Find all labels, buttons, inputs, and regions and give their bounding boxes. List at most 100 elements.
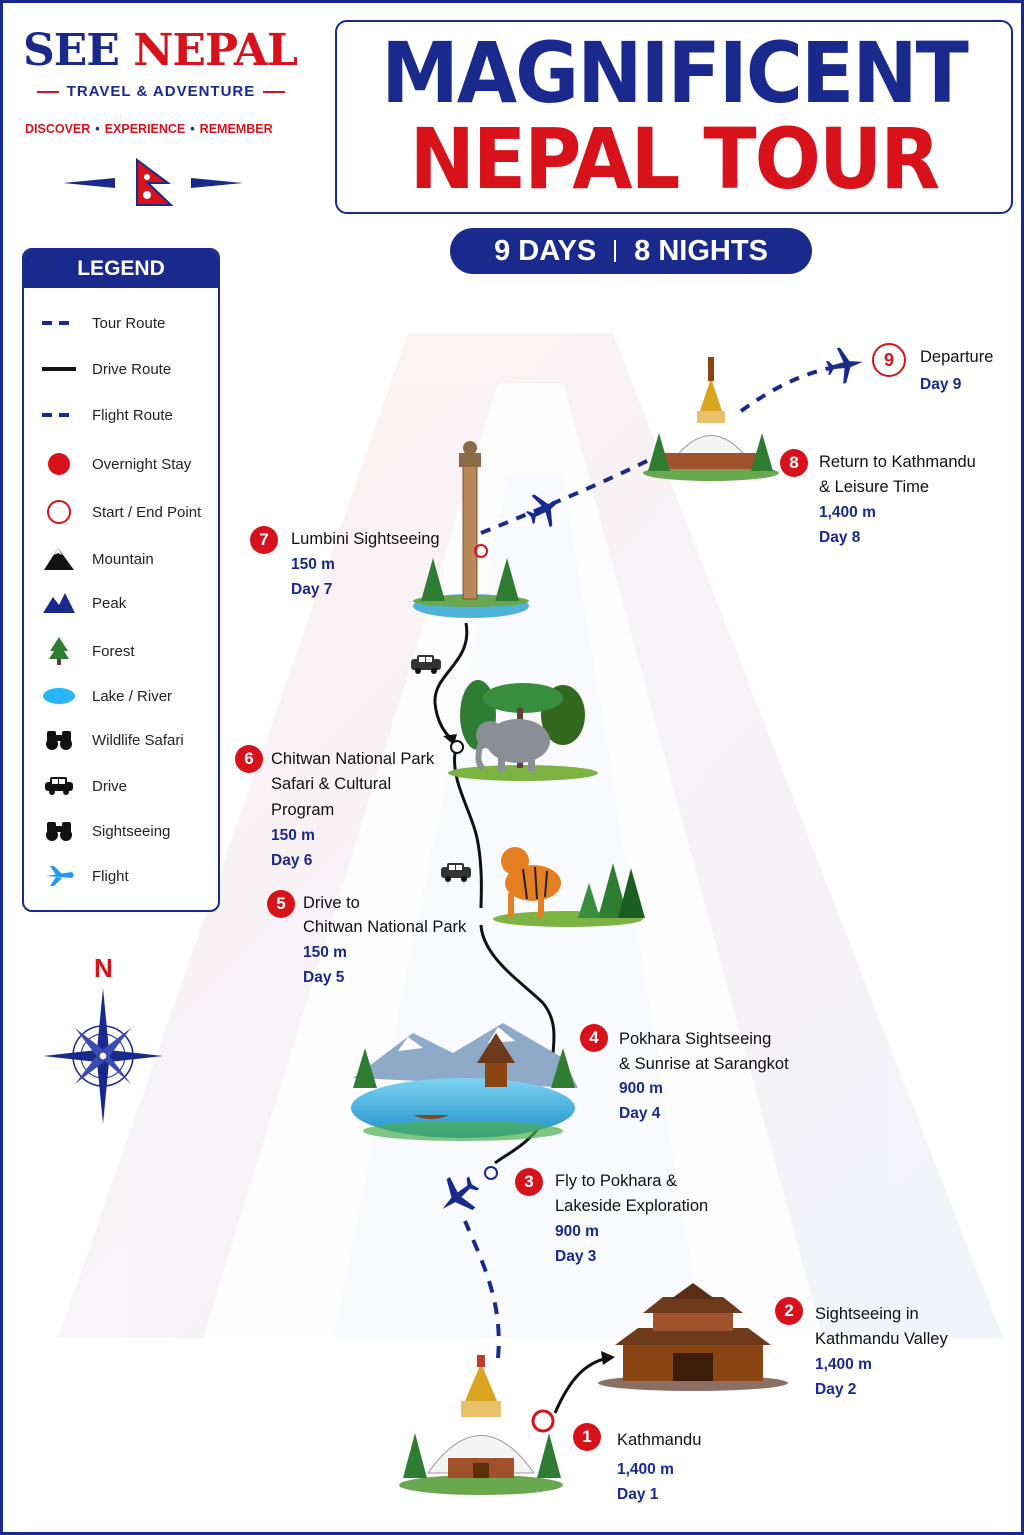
duration-nights: 8 NIGHTS — [634, 234, 768, 267]
stop-day: Day 1 — [617, 1486, 659, 1503]
stop-altitude: 150 m — [271, 827, 315, 844]
stop-title: & Sunrise at Sarangkot — [619, 1055, 789, 1073]
plane-icon — [442, 1176, 480, 1211]
tagline-word: EXPERIENCE — [104, 122, 186, 136]
legend-label: Peak — [92, 594, 127, 612]
binoculars-icon — [40, 818, 78, 844]
lake-icon — [40, 683, 78, 709]
stop-number-badge: 5 — [267, 890, 295, 918]
ashoka-pillar-illustration — [413, 441, 529, 618]
stop-title: Fly to Pokhara & — [555, 1172, 677, 1190]
legend-label: Drive Route — [92, 360, 172, 378]
legend-item: Wildlife Safari — [40, 727, 218, 753]
stop-title: Drive to — [303, 894, 360, 912]
stop-altitude: 1,400 m — [815, 1356, 872, 1373]
stop-number-badge: 3 — [515, 1168, 543, 1196]
brand-name-part1: SEE — [23, 25, 120, 76]
legend-item: Flight — [40, 863, 218, 889]
stop-title: Kathmandu Valley — [815, 1330, 948, 1348]
stop-number-badge: 8 — [780, 449, 808, 477]
legend-item: Drive Route — [40, 356, 218, 382]
elephant-illustration — [448, 680, 598, 781]
legend-item: Tour Route — [40, 310, 218, 336]
title-line-2: NEPAL TOUR — [409, 111, 941, 209]
legend-label: Overnight Stay — [92, 455, 192, 473]
legend-item: Sightseeing — [40, 818, 218, 844]
tree-icon — [40, 637, 78, 665]
stop-title: Lakeside Exploration — [555, 1197, 709, 1215]
stop-altitude: 150 m — [291, 556, 335, 573]
stop-title: Chitwan National Park — [303, 918, 467, 936]
legend-label: Drive — [92, 777, 128, 795]
tiger-illustration — [493, 847, 645, 927]
stop-title: Return to Kathmandu — [819, 453, 976, 471]
compass-north-label: N — [94, 953, 113, 983]
stop-day: Day 5 — [303, 969, 345, 986]
legend-item: Forest — [40, 637, 218, 665]
legend-heading: LEGEND — [24, 250, 218, 288]
tagline-word: REMEMBER — [199, 122, 273, 136]
legend-item: Overnight Stay — [40, 451, 218, 477]
compass-rose-icon — [43, 988, 163, 1124]
stop-day: Day 4 — [619, 1105, 661, 1122]
legend-label: Start / End Point — [92, 503, 202, 521]
legend-label: Flight Route — [92, 406, 173, 424]
stop-day: Day 7 — [291, 581, 333, 598]
legend-panel: LEGEND Tour Route Drive Route Flight Rou… — [22, 248, 220, 912]
stop-title: Sightseeing in — [815, 1305, 919, 1323]
title-frame — [335, 20, 1013, 214]
dashed-line-icon — [40, 402, 78, 428]
phewa-lake-illustration — [351, 1023, 578, 1141]
stop-altitude: 900 m — [555, 1223, 599, 1240]
peak-icon — [40, 590, 78, 616]
red-dot-icon — [40, 451, 78, 477]
binoculars-icon — [40, 727, 78, 753]
stop-number-badge: 6 — [235, 745, 263, 773]
stop-title: Kathmandu — [617, 1431, 702, 1449]
kathmandu-temple-illustration — [598, 1283, 788, 1391]
legend-item: Flight Route — [40, 402, 218, 428]
stop-day: Day 3 — [555, 1248, 597, 1265]
tagline-word: DISCOVER — [25, 122, 91, 136]
legend-label: Forest — [92, 642, 135, 660]
duration-days: 9 DAYS — [494, 234, 597, 267]
stop-number-badge: 7 — [250, 526, 278, 554]
map-graphics — [43, 158, 1003, 1495]
legend-label: Lake / River — [92, 687, 173, 705]
stop-title: Lumbini Sightseeing — [291, 530, 440, 548]
stop-number-badge: 4 — [580, 1024, 608, 1052]
legend-item: Mountain — [40, 546, 218, 572]
stop-number-badge: 2 — [775, 1297, 803, 1325]
mountain-icon — [40, 546, 78, 572]
car-icon — [411, 655, 441, 674]
swayambhunath-stupa-illustration — [643, 357, 779, 481]
legend-label: Flight — [92, 867, 129, 885]
car-icon — [40, 773, 78, 799]
stop-title: Safari & Cultural — [271, 775, 392, 793]
car-icon — [441, 863, 471, 882]
solid-line-icon — [40, 356, 78, 382]
plane-icon — [40, 863, 78, 889]
stop-day: Day 2 — [815, 1381, 857, 1398]
dashed-line-icon — [40, 310, 78, 336]
stop-title: Program — [271, 801, 335, 819]
stop-altitude: 900 m — [619, 1080, 663, 1097]
stop-title: Departure — [920, 348, 994, 366]
stop-number-badge: 9 — [872, 343, 906, 377]
legend-item: Start / End Point — [40, 499, 218, 525]
stop-day: Day 9 — [920, 376, 962, 393]
stop-title: Chitwan National Park — [271, 750, 435, 768]
stop-title: & Leisure Time — [819, 478, 930, 496]
brand-tagline: DISCOVER•EXPERIENCE•REMEMBER — [25, 122, 273, 136]
red-circle-icon — [40, 499, 78, 525]
brand-subtitle-text: TRAVEL & ADVENTURE — [66, 83, 256, 100]
legend-label: Mountain — [92, 550, 154, 568]
plane-icon — [525, 494, 561, 528]
legend-label: Tour Route — [92, 314, 166, 332]
legend-item: Drive — [40, 773, 218, 799]
start-point-marker — [531, 1409, 555, 1433]
nepal-flag-icon — [63, 158, 243, 206]
brand-name-part2: NEPAL — [133, 25, 298, 76]
brand-subtitle: TRAVEL & ADVENTURE — [25, 83, 297, 100]
